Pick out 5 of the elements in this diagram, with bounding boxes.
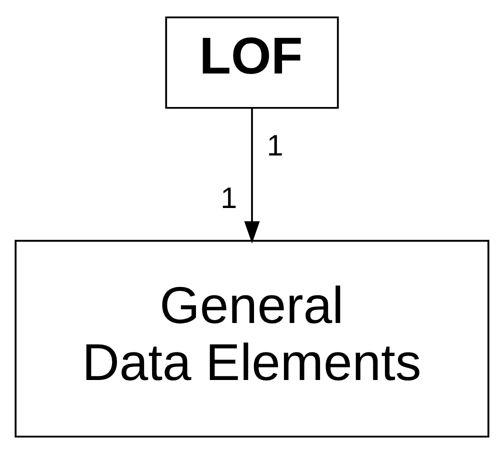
node-box: General Data Elements [14, 240, 490, 438]
arrow [244, 108, 260, 244]
node-box: LOF [165, 16, 339, 109]
label: 1 [266, 129, 284, 162]
label: 1 [220, 182, 238, 215]
